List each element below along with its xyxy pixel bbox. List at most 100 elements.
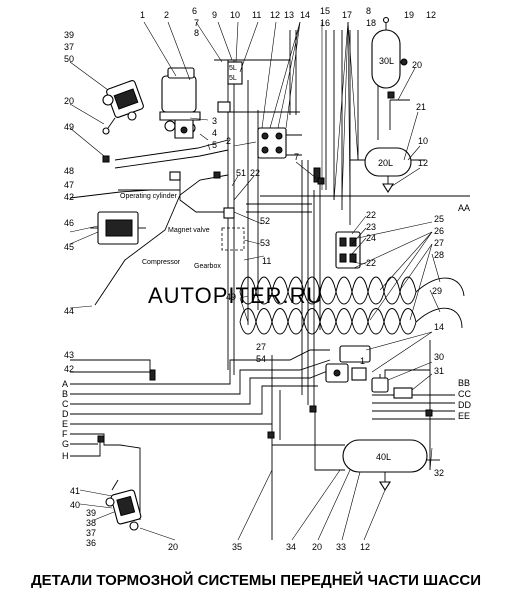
callout-right-25: 25 xyxy=(434,214,444,224)
callouts-bottom: 20 35 34 20 33 12 xyxy=(168,542,370,552)
callout-top-13: 13 xyxy=(284,10,294,20)
callout-left-48: 48 xyxy=(64,166,74,176)
callout-top-14: 14 xyxy=(300,10,310,20)
tank-30l-label: 30L xyxy=(379,56,394,66)
callout-left-39b: 39 xyxy=(86,508,96,518)
callout-top-6: 6 xyxy=(192,6,197,16)
callout-right-aa: AA xyxy=(458,203,470,213)
magnet-valve: Magnet valve xyxy=(168,207,235,234)
callout-right-32: 32 xyxy=(434,468,444,478)
callout-bottom-12: 12 xyxy=(360,542,370,552)
trailer-control-valve xyxy=(325,345,371,383)
callout-right-bb: BB xyxy=(458,378,470,388)
callout-mid-11: 11 xyxy=(262,256,271,266)
callout-mid-5: 5 xyxy=(212,140,217,150)
callout-right-cc: CC xyxy=(458,389,471,399)
line-letter-a: A xyxy=(62,379,68,389)
callout-left-43: 43 xyxy=(64,350,74,360)
callout-left-39a: 39 xyxy=(64,30,74,40)
callout-left-40: 40 xyxy=(70,500,80,510)
callout-mid-52: 52 xyxy=(260,216,270,226)
callout-top-15: 15 xyxy=(320,6,330,16)
hose-end-28 xyxy=(415,277,465,297)
callout-left-46: 46 xyxy=(64,218,74,228)
callout-left-50: 50 xyxy=(64,54,74,64)
callout-top-17: 17 xyxy=(342,10,352,20)
callout-left-45: 45 xyxy=(64,242,74,252)
callout-top-1: 1 xyxy=(140,10,145,20)
valve-5l-label-b: 5L xyxy=(229,75,237,82)
callouts-top: 1 2 6 7 8 9 10 11 12 13 14 15 16 17 8 18… xyxy=(140,6,436,38)
magnet-valve-label: Magnet valve xyxy=(168,227,210,234)
diagram-caption: ДЕТАЛИ ТОРМОЗНОЙ СИСТЕМЫ ПЕРЕДНЕЙ ЧАСТИ … xyxy=(30,572,482,589)
four-port-protection-valve xyxy=(257,127,287,159)
callout-top-10: 10 xyxy=(230,10,240,20)
operating-cylinder-label: Operating cylinder xyxy=(120,193,177,200)
filter-31 xyxy=(393,387,413,399)
callout-top-9: 9 xyxy=(212,10,217,20)
callout-right-27: 27 xyxy=(434,238,444,248)
callout-right-10: 10 xyxy=(418,136,428,146)
callout-leaders xyxy=(69,21,441,541)
coiled-hose-lower xyxy=(239,308,417,335)
tank-40l-label: 40L xyxy=(376,452,391,462)
air-dryer-unit xyxy=(159,67,201,139)
callout-mid-27: 27 xyxy=(256,342,266,352)
line-letter-b: B xyxy=(62,389,68,399)
callout-top-12: 12 xyxy=(270,10,280,20)
callout-left-36: 36 xyxy=(86,538,96,548)
callout-right-21: 21 xyxy=(416,102,426,112)
callout-left-42b: 42 xyxy=(64,364,74,374)
relay-valve-bank xyxy=(335,231,361,269)
callout-right-30: 30 xyxy=(434,352,444,362)
callout-top-18: 18 xyxy=(366,18,376,28)
callout-mid-2: 2 xyxy=(226,136,231,146)
callout-top-8a: 8 xyxy=(194,28,199,38)
callout-left-41: 41 xyxy=(70,486,80,496)
valve-5l-upper: 5L 5L xyxy=(227,61,243,85)
callout-mid-22a: 22 xyxy=(250,168,260,178)
compressor: Compressor xyxy=(90,211,181,266)
callout-left-47: 47 xyxy=(64,180,74,190)
callout-mid-22b: 22 xyxy=(366,210,376,220)
air-tank-30l: 30L xyxy=(371,16,408,89)
callout-bottom-34: 34 xyxy=(286,542,296,552)
callout-left-37a: 37 xyxy=(64,42,74,52)
callout-left-37b: 37 xyxy=(86,528,96,538)
callout-top-7: 7 xyxy=(194,18,199,28)
callout-mid-4: 4 xyxy=(212,128,217,138)
callout-mid-54: 54 xyxy=(256,354,266,364)
coiled-hose-upper xyxy=(239,276,417,305)
callout-mid-7: 7 xyxy=(294,152,299,162)
callout-bottom-35: 35 xyxy=(232,542,242,552)
line-letter-f: F xyxy=(62,429,68,439)
rear-left-brake-chamber xyxy=(105,479,142,531)
callout-mid-24: 24 xyxy=(366,233,376,243)
callout-mid-23: 23 xyxy=(366,222,376,232)
callout-left-38: 38 xyxy=(86,518,96,528)
callout-mid-22c: 22 xyxy=(366,258,376,268)
front-left-brake-chamber xyxy=(102,80,144,135)
callout-top-2: 2 xyxy=(164,10,169,20)
callout-mid-49: 49 xyxy=(226,292,236,302)
callout-right-28: 28 xyxy=(434,250,444,260)
air-tank-20l: 20L xyxy=(364,147,412,194)
air-tank-40l: 40L xyxy=(342,439,428,492)
hose-end-29 xyxy=(415,307,463,329)
callout-left-44: 44 xyxy=(64,306,74,316)
callouts-right: 20 21 10 12 AA 25 26 27 28 29 14 30 31 B… xyxy=(412,60,471,478)
tank-20l-label: 20L xyxy=(378,158,393,168)
fittings xyxy=(97,91,433,443)
callouts-middle: 3 4 5 2 7 51 22 52 53 11 22 23 24 22 49 … xyxy=(212,116,376,366)
line-letters: A B C D E F G H xyxy=(62,379,69,461)
callout-mid-3: 3 xyxy=(212,116,217,126)
pipe-lines xyxy=(69,30,470,540)
callout-left-20: 20 xyxy=(64,96,74,106)
callout-top-19: 19 xyxy=(404,10,414,20)
compressor-label: Compressor xyxy=(142,259,181,266)
line-letter-h: H xyxy=(62,451,69,461)
callout-top-12b: 12 xyxy=(426,10,436,20)
callout-left-49: 49 xyxy=(64,122,74,132)
callout-top-11: 11 xyxy=(252,10,261,20)
